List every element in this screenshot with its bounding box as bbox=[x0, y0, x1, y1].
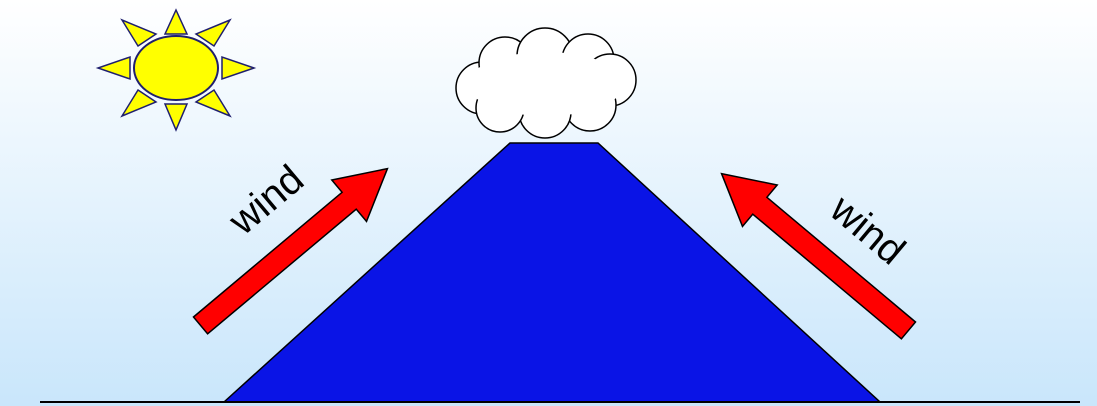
sun-disc bbox=[134, 36, 218, 100]
